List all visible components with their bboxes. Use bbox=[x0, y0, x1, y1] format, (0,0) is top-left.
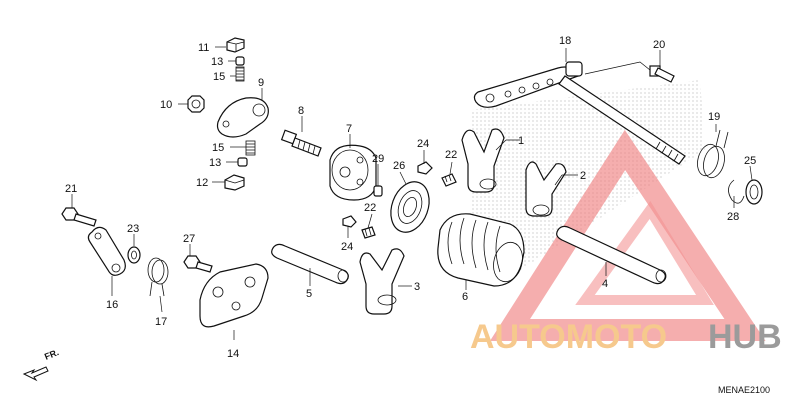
part-21-bolt bbox=[61, 207, 97, 227]
label-part-2: 2 bbox=[580, 170, 586, 182]
label-part-13-top: 13 bbox=[211, 56, 223, 68]
part-14-guide-plate bbox=[199, 263, 269, 328]
part-28-circlip bbox=[728, 179, 745, 204]
label-part-17: 17 bbox=[155, 316, 167, 328]
part-25-washer bbox=[745, 179, 763, 205]
label-part-3: 3 bbox=[414, 281, 420, 293]
label-part-4: 4 bbox=[602, 278, 608, 290]
label-part-15-top: 15 bbox=[213, 71, 225, 83]
part-26-bearing bbox=[390, 181, 430, 233]
label-part-14: 14 bbox=[227, 348, 239, 360]
label-part-25: 25 bbox=[744, 155, 756, 167]
part-23-washer bbox=[127, 246, 141, 264]
part-24-upper-clip bbox=[417, 161, 433, 175]
label-part-5: 5 bbox=[306, 288, 312, 300]
label-part-11: 11 bbox=[198, 42, 209, 54]
part-17-spring bbox=[147, 257, 169, 297]
label-part-24-upper: 24 bbox=[417, 138, 429, 150]
label-part-22-upper: 22 bbox=[445, 149, 457, 161]
part-9-stopper-arm bbox=[216, 97, 269, 138]
part-1-shift-fork bbox=[461, 128, 505, 193]
label-part-20: 20 bbox=[653, 39, 665, 51]
part-6-shift-drum bbox=[437, 213, 525, 287]
part-labels: 1 2 3 4 5 6 7 8 9 10 11 13 15 15 13 12 1… bbox=[65, 35, 756, 360]
part-15-top-spring bbox=[235, 66, 245, 82]
part-13-bottom-cap bbox=[237, 157, 248, 167]
label-part-22-lower: 22 bbox=[364, 202, 376, 214]
label-part-19: 19 bbox=[708, 111, 720, 123]
part-19-return-spring bbox=[697, 129, 729, 179]
label-part-26: 26 bbox=[393, 160, 405, 172]
label-part-16: 16 bbox=[106, 299, 118, 311]
part-11-cap bbox=[226, 37, 245, 53]
part-29-pin bbox=[373, 185, 383, 197]
watermark-text-primary: AUTOMOTO bbox=[470, 318, 667, 356]
label-part-18: 18 bbox=[559, 35, 571, 47]
label-part-12: 12 bbox=[196, 177, 208, 189]
front-direction-marker: FR. bbox=[22, 347, 60, 382]
label-part-21: 21 bbox=[65, 183, 77, 195]
label-part-24-lower: 24 bbox=[341, 241, 353, 253]
label-part-1: 1 bbox=[518, 135, 524, 147]
label-part-23: 23 bbox=[127, 223, 139, 235]
label-part-6: 6 bbox=[462, 291, 468, 303]
part-22-lower-pin bbox=[361, 226, 376, 239]
part-18-shift-spindle bbox=[473, 61, 686, 165]
label-part-27: 27 bbox=[183, 233, 195, 245]
part-15-bottom-spring bbox=[245, 140, 256, 156]
part-8-pin bbox=[280, 129, 322, 157]
label-part-29: 29 bbox=[372, 153, 384, 165]
diagram-code: MENAE2100 bbox=[718, 385, 770, 395]
part-20-bolt bbox=[649, 65, 675, 83]
part-16-link-arm bbox=[87, 226, 126, 276]
watermark-text-secondary: HUB bbox=[708, 318, 782, 356]
part-10-nut bbox=[187, 95, 205, 113]
label-part-13-bottom: 13 bbox=[209, 157, 221, 169]
part-2-shift-fork bbox=[525, 161, 567, 217]
part-12-cap bbox=[224, 174, 245, 191]
label-part-8: 8 bbox=[298, 105, 304, 117]
part-27-bolt bbox=[183, 255, 213, 273]
label-part-9: 9 bbox=[258, 77, 264, 89]
front-marker-label: FR. bbox=[43, 347, 60, 362]
part-5-fork-shaft bbox=[271, 243, 349, 285]
part-13-top-cap bbox=[235, 56, 245, 66]
part-3-shift-fork bbox=[359, 248, 405, 315]
label-part-10: 10 bbox=[160, 99, 172, 111]
label-part-15-bottom: 15 bbox=[212, 142, 224, 154]
part-7-drum-center bbox=[329, 144, 377, 201]
front-arrow-icon bbox=[22, 366, 49, 382]
leader-lines bbox=[71, 46, 753, 340]
part-24-lower-clip bbox=[342, 215, 357, 228]
part-22-upper-pin bbox=[441, 173, 457, 187]
part-4-fork-shaft bbox=[556, 225, 667, 285]
label-part-28: 28 bbox=[727, 211, 739, 223]
label-part-7: 7 bbox=[346, 123, 352, 135]
